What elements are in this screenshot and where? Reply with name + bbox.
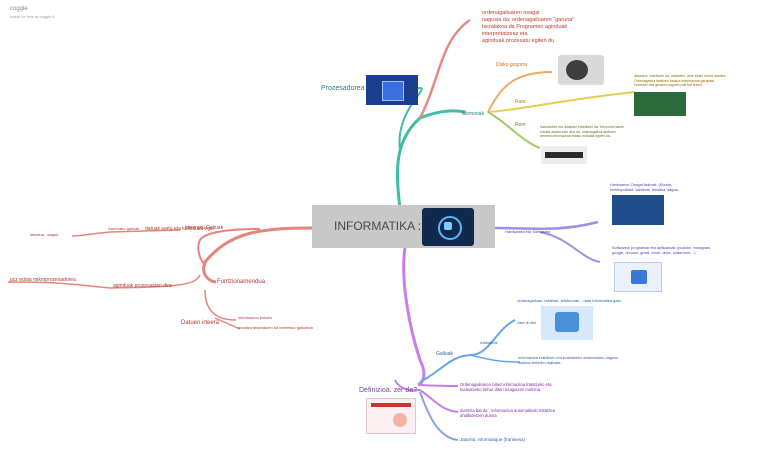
ram-label: Ram xyxy=(515,99,526,105)
branch-gailuak-2 xyxy=(469,354,521,363)
cpu-image xyxy=(366,75,418,105)
branch-def1 xyxy=(419,384,459,387)
branch-rom xyxy=(487,111,541,149)
memoriak-label: Memoriak xyxy=(462,111,484,117)
branch-hardware xyxy=(494,220,599,231)
branch-gailuak xyxy=(419,319,516,383)
gailuak-label: Gailuak xyxy=(436,351,453,357)
inf2-label: emaitza bistaratzen da interesko gailuet… xyxy=(238,325,313,330)
branch-aginduak xyxy=(7,274,201,289)
branch-datuen-2 xyxy=(214,317,241,330)
app-logo: coggle xyxy=(10,6,28,12)
aginduak-label: aginduak prozesatzen dira xyxy=(113,283,172,289)
branch-prozesadorea-red xyxy=(418,18,471,119)
branch-definizioa xyxy=(394,379,421,392)
branch-funtzio-trunk xyxy=(202,226,313,284)
branch-sarrera xyxy=(71,229,181,237)
def2-text: Zientzia bat da , Informazioa automatiko… xyxy=(460,408,555,419)
mikro-label: pcz edota mikroprozesadorea xyxy=(10,277,76,283)
branch-memoriak-trunk xyxy=(395,109,466,209)
teklatua-label: teklatua , sagua xyxy=(30,232,59,237)
hardware-label: Hardwarea eta Softwarea xyxy=(505,229,551,234)
rom-note: Irakurtzeko eta ikasteko erabiltzen da. … xyxy=(540,125,625,139)
datuen-label: Datuen irteera xyxy=(181,320,220,326)
ram-image xyxy=(634,92,686,116)
central-node[interactable]: INFORMATIKA : xyxy=(312,205,495,248)
branch-irteera xyxy=(197,228,261,266)
funtzio-label: Funtzionamendua xyxy=(217,279,266,285)
branch-disko xyxy=(487,71,553,113)
sarrera-detail: datuak sortu eta kalkuluak egin xyxy=(145,226,214,232)
branch-down-trunk xyxy=(402,247,426,387)
irteera-label: Irteerako Gailuak xyxy=(185,225,224,231)
informatika-image xyxy=(422,208,474,246)
branch-ram xyxy=(487,91,636,113)
gailuak-info: Informazioa erabiltzen eta kudeatzeko si… xyxy=(518,356,619,365)
hardware-image xyxy=(612,195,664,225)
disk-image xyxy=(558,55,604,85)
gailuak-label2: Jadi di dini xyxy=(517,320,536,325)
gailuak-top-note: ordenagailuak, tabletak, telefonoak... d… xyxy=(517,298,621,303)
prozesadorea-text: ordenagailuaren osagai nagusia da; orden… xyxy=(482,10,575,44)
hardware-text: Hardwarea: Osagai fisikoak. (Kbuda, elek… xyxy=(610,183,681,192)
ram-note: Aldaakor motukoen da, aldabeko ,ame ekal… xyxy=(634,74,728,88)
branch-def2 xyxy=(419,389,459,413)
definizioa-image xyxy=(366,398,416,434)
app-tagline: made for free at coggle.it xyxy=(10,14,55,19)
software-image xyxy=(614,262,662,292)
def3-text: Jatorria: informatique (frantsesa) xyxy=(460,437,526,442)
branch-datuen xyxy=(204,289,237,321)
branch-def3 xyxy=(419,391,459,441)
definizioa-label: Definizioa. zer da? xyxy=(359,387,417,394)
central-title: INFORMATIKA : xyxy=(334,219,422,233)
devices-image xyxy=(541,306,593,340)
rom-label: Rom xyxy=(515,122,526,128)
branch-hardware-sw xyxy=(539,231,601,263)
rom-image xyxy=(541,146,587,164)
prozesadorea-label: Prozesadorea xyxy=(321,85,365,92)
def1-text: Ordenagailuaren bitiez informazioa trata… xyxy=(460,382,552,393)
disko-label: Disko gogorra xyxy=(496,62,528,68)
adibideak-label: Adibideak xyxy=(480,340,498,345)
sarrera-label: Sarrerako gailuak xyxy=(108,226,140,231)
inf1-label: informazioa bukatu xyxy=(238,315,272,320)
software-text: Softwarea: programak eta aplikazioak (yo… xyxy=(612,246,712,255)
